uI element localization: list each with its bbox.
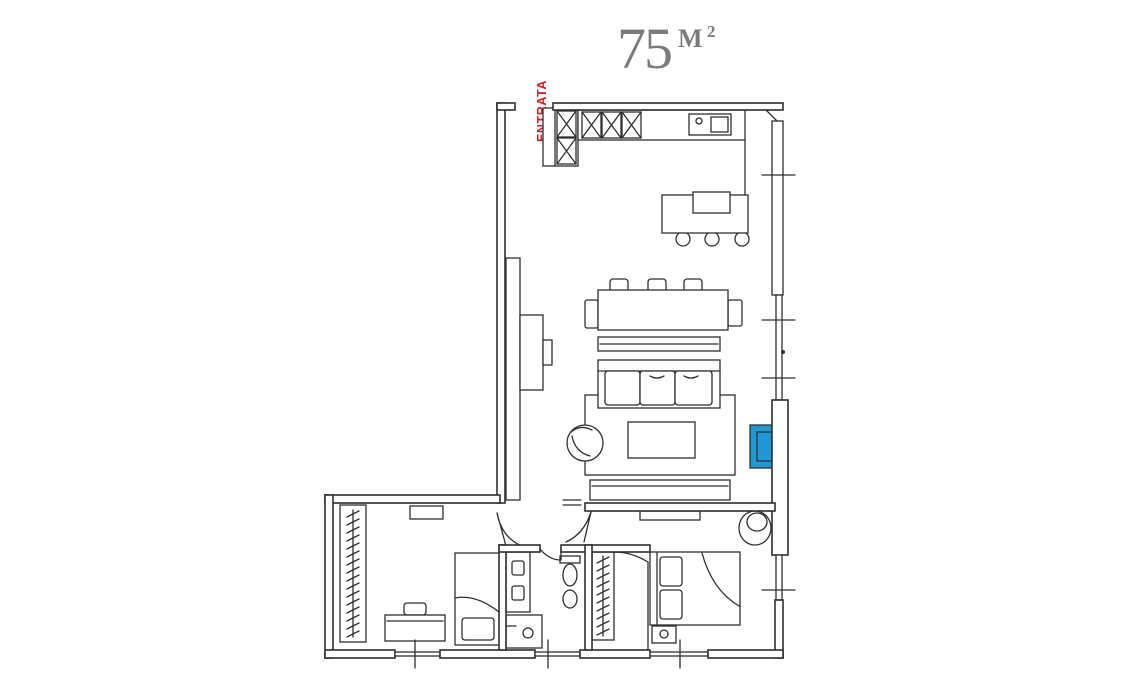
kitchen-tap: [695, 117, 703, 125]
wardrobe-left-hangers: [346, 509, 360, 638]
window-bottom-2: [534, 651, 581, 657]
wall-master-top: [584, 502, 776, 512]
dining-chair-right: [727, 299, 743, 327]
corridor-threshold: [562, 499, 582, 506]
wall-bathroom-top-right: [560, 544, 651, 553]
sofa-cushion-2: [639, 370, 676, 406]
counter-unit-1-cross: [581, 111, 602, 139]
bedroom-armchair: [738, 510, 772, 546]
sink-2: [511, 585, 525, 601]
tall-cabinet-lower-cross: [556, 137, 577, 165]
stool-2: [704, 231, 720, 247]
wall-bottom-4: [707, 649, 784, 659]
double-bed-pillow-2: [659, 589, 683, 620]
peninsula-hob: [692, 191, 731, 214]
bathroom: [505, 551, 581, 649]
armchair: [566, 424, 604, 462]
kitchen-peninsula: [661, 194, 749, 234]
area-value: 75: [617, 16, 671, 81]
door-wardrobe-master: [613, 551, 649, 563]
stool-1: [675, 231, 691, 247]
wall-bedroom-bathroom: [498, 544, 507, 651]
lamp-icon: [659, 629, 669, 639]
master-bedroom: [591, 510, 772, 644]
double-bed-pillow-1: [659, 556, 683, 587]
dresser: [639, 510, 701, 521]
bidet: [562, 589, 578, 609]
wall-bottom-3: [579, 649, 651, 659]
wall-bottom-1: [324, 649, 396, 659]
counter-unit-3-cross: [621, 111, 642, 139]
area-exponent: 2: [707, 22, 716, 41]
window-right-upper: [771, 120, 784, 296]
wall-living-left: [496, 102, 506, 504]
armchair-back: [570, 426, 593, 457]
living-room: [505, 257, 785, 501]
sink-1: [511, 560, 525, 576]
wall-right-middle: [771, 399, 789, 556]
window-bottom-1: [394, 651, 441, 657]
stool-3: [734, 231, 750, 247]
wall-wing-left: [324, 494, 334, 659]
area-heading: 75 M 2: [617, 16, 716, 81]
wall-top: [552, 102, 784, 111]
wall-top-left: [496, 102, 516, 111]
tall-cabinet-upper-cross: [556, 110, 577, 138]
sofa-cushion-3: [674, 370, 713, 406]
wall-bottom-2: [439, 649, 536, 659]
coffee-table: [627, 421, 696, 459]
door-left-bedroom: [496, 512, 523, 547]
sideboard-box: [542, 339, 553, 366]
sideboard: [519, 314, 544, 391]
kitchen-sink-basin: [710, 116, 729, 133]
toilet-bowl: [562, 563, 578, 587]
wall-storage-unit: [505, 257, 521, 501]
shower-drain-icon: [522, 627, 534, 639]
toilet-tank: [559, 555, 581, 564]
desk: [384, 614, 446, 642]
wardrobe-master-hangers: [596, 555, 610, 637]
wall-shelf: [409, 505, 444, 520]
counter-unit-2-cross: [601, 111, 622, 139]
window-bottom-3: [649, 651, 709, 657]
walls: [324, 102, 796, 669]
desk-chair: [403, 602, 427, 616]
bedroom-armchair-seat: [746, 512, 768, 532]
wall-bathroom-closet: [584, 544, 593, 651]
door-master-bedroom: [565, 511, 592, 543]
sofa-cushion-1: [604, 370, 641, 406]
double-bed-fold: [701, 552, 740, 607]
left-bedroom: [339, 504, 501, 646]
kitchen: [542, 107, 750, 247]
area-unit: M: [678, 24, 703, 53]
wall-wing-top: [324, 494, 501, 504]
wall-bathroom-top-left: [498, 544, 541, 553]
single-bed-fold: [454, 596, 500, 613]
door-bathroom: [539, 548, 562, 561]
tv-console: [589, 479, 731, 501]
window-right-lower: [775, 554, 783, 601]
window-marker: [781, 350, 785, 354]
dining-chair-left: [584, 299, 599, 329]
window-right-middle: [775, 294, 783, 401]
sofa-pillows: [649, 375, 699, 379]
dining-table: [597, 289, 729, 331]
single-bed-pillow: [461, 617, 495, 641]
